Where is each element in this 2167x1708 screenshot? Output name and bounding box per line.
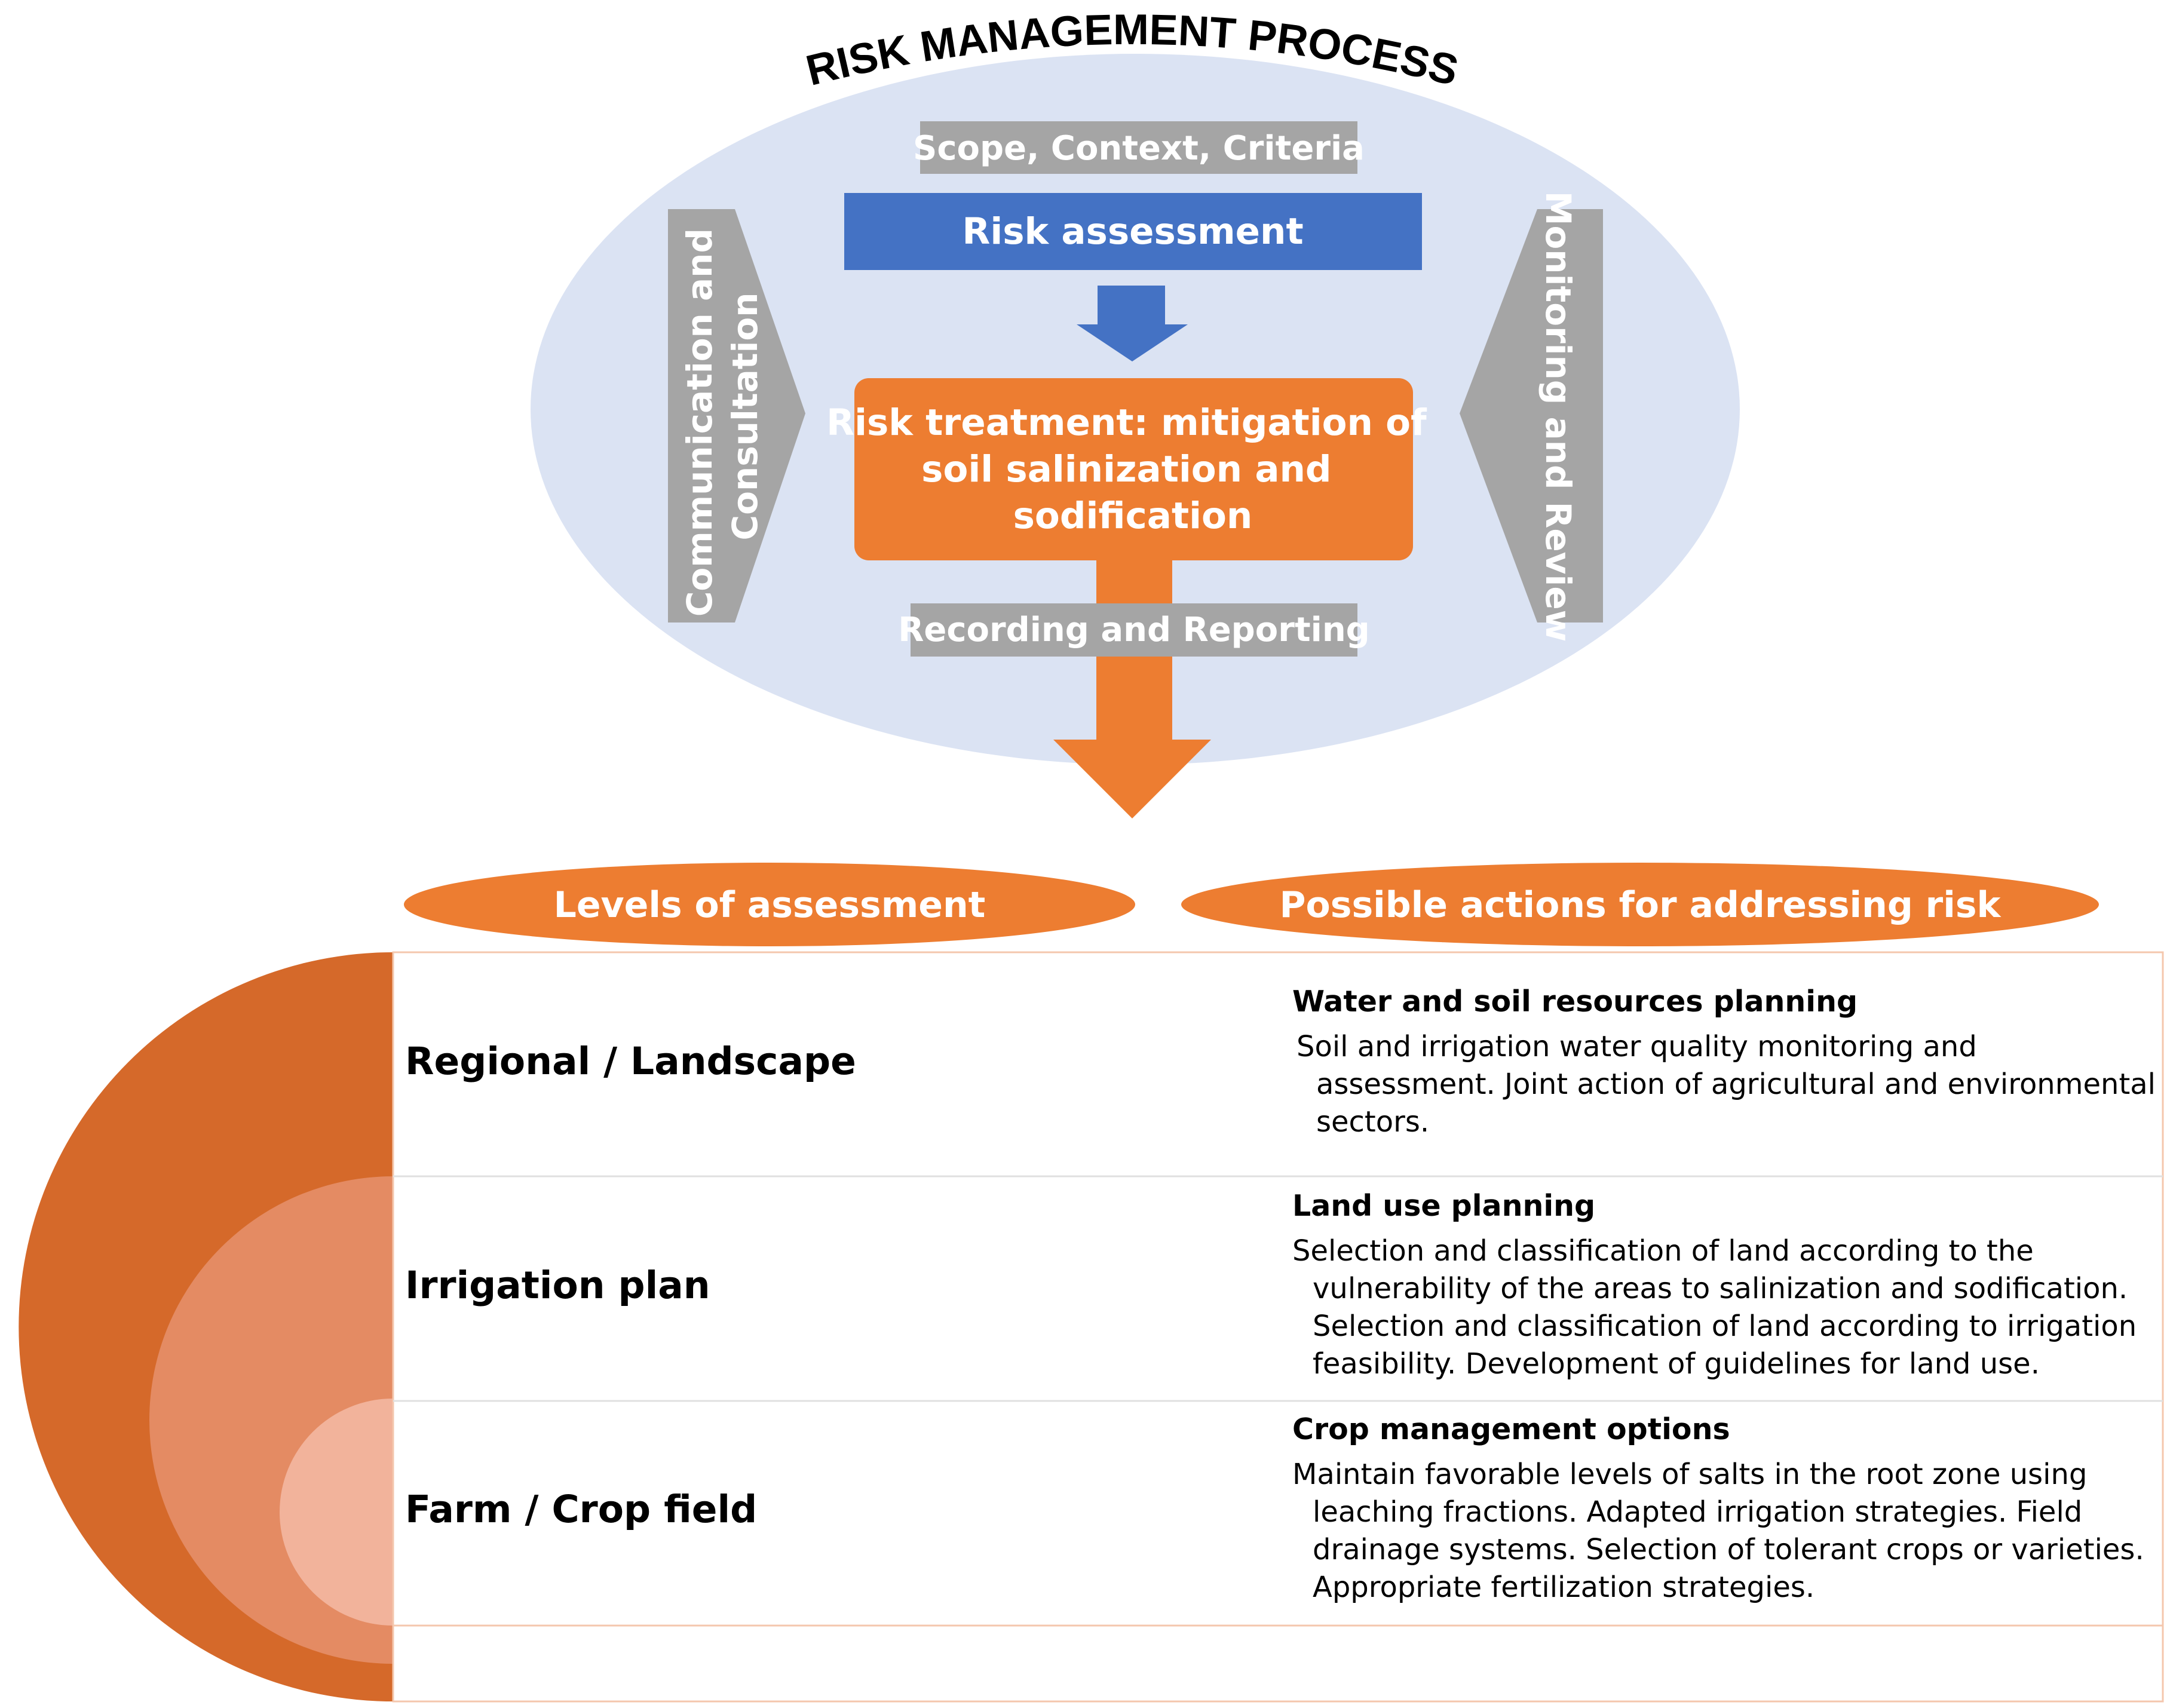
- assessment-arrow: [1077, 286, 1188, 361]
- scope-box: [920, 121, 1357, 174]
- action-description: Selection and classification of land acc…: [1292, 1234, 2145, 1381]
- scope-label: Scope, Context, Criteria: [913, 129, 1365, 168]
- actions-header-pill: [1181, 863, 2099, 946]
- action-heading: Water and soil resources planning: [1292, 985, 1858, 1019]
- assessment-label: Risk assessment: [962, 210, 1303, 253]
- action-heading: Crop management options: [1292, 1412, 1730, 1446]
- levels-header-pill: [404, 863, 1135, 946]
- assessment-box: [844, 193, 1422, 270]
- levels-table: [392, 951, 2164, 1703]
- level-label: Regional / Landscape: [405, 1039, 856, 1083]
- recording-label: Recording and Reporting: [898, 611, 1370, 649]
- action-description: Maintain favorable levels of salts in th…: [1292, 1458, 2153, 1604]
- treatment-box: [854, 378, 1413, 560]
- actions-header-label: Possible actions for addressing risk: [1280, 884, 2002, 926]
- levels-header-label: Levels of assessment: [554, 884, 986, 926]
- action-heading: Land use planning: [1292, 1189, 1595, 1223]
- monitoring-label: Monitoring and Review: [1538, 191, 1578, 642]
- recording-box: [911, 603, 1357, 657]
- monitoring-chevron: [1460, 209, 1603, 623]
- farm-semicircle: [280, 1399, 393, 1626]
- communication-chevron: [668, 209, 805, 623]
- level-label: Farm / Crop field: [405, 1488, 757, 1531]
- action-description: Soil and irrigation water quality monito…: [1296, 1030, 2165, 1139]
- treatment-label: Risk treatment: mitigation of soil salin…: [826, 401, 1439, 537]
- level-label: Irrigation plan: [405, 1264, 710, 1307]
- communication-label: Communication and Consultation: [679, 216, 765, 617]
